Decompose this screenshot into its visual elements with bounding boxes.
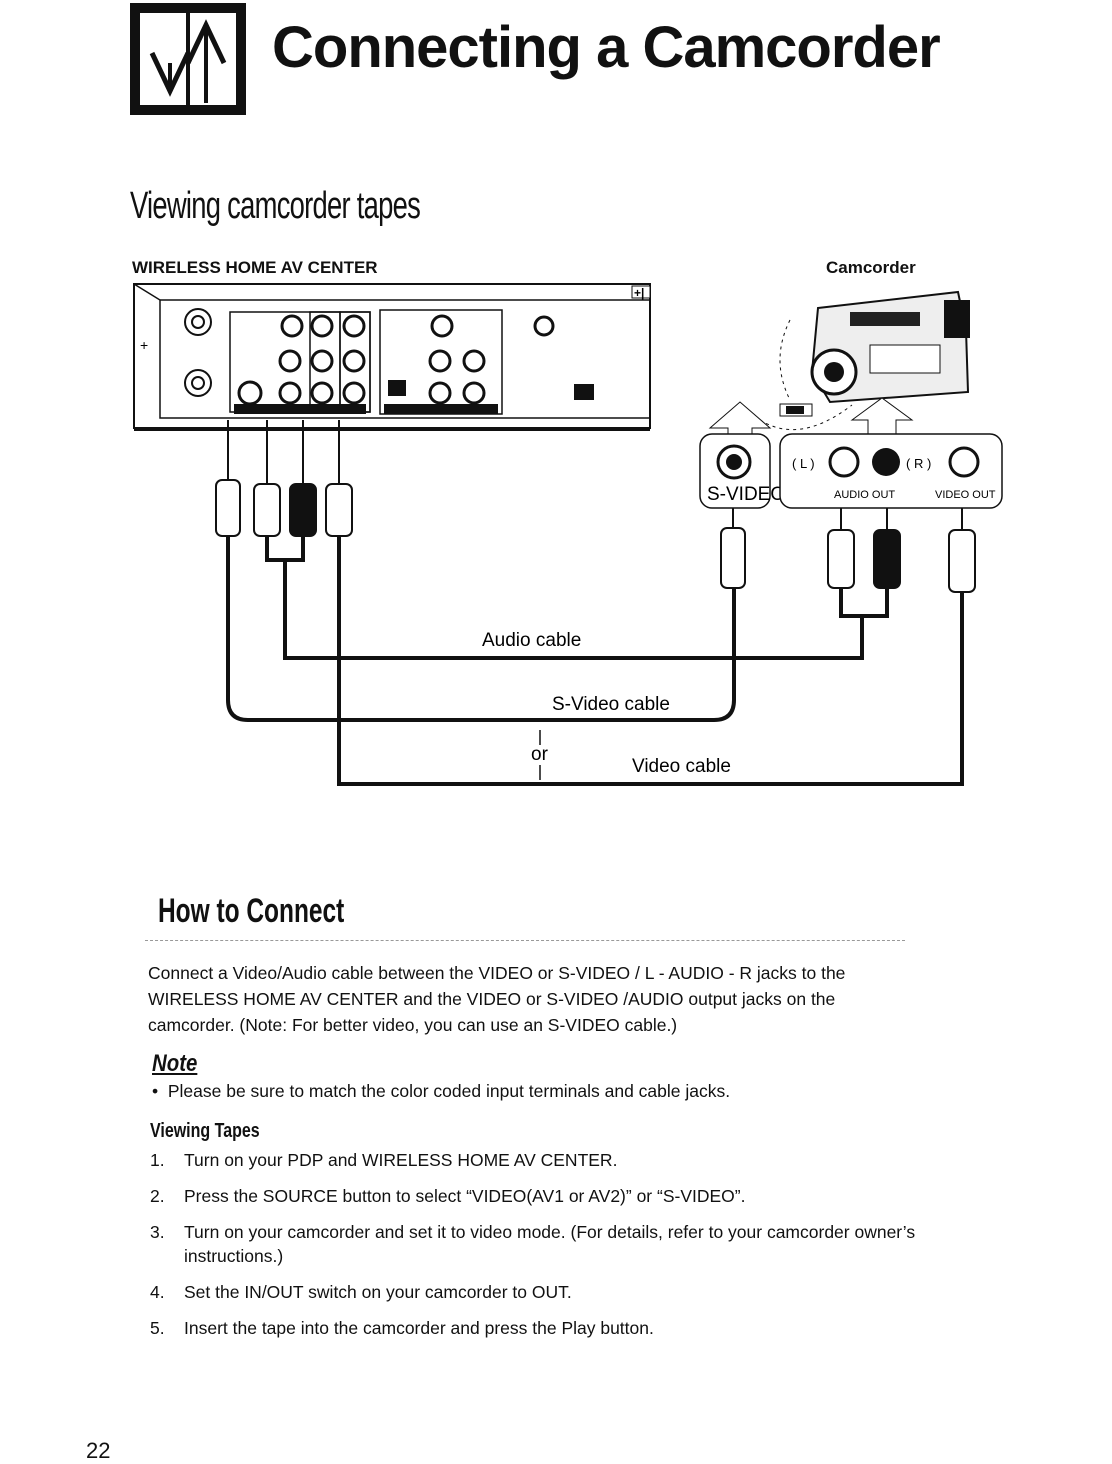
list-item: 4.Set the IN/OUT switch on your camcorde… (150, 1282, 572, 1302)
left-channel-label: ( L ) (792, 456, 815, 471)
list-item: 2.Press the SOURCE button to select “VID… (150, 1186, 746, 1206)
divider (145, 940, 905, 941)
svg-text:+: + (140, 337, 148, 353)
list-item: 3.Turn on your camcorder and set it to v… (150, 1222, 916, 1266)
right-channel-label: ( R ) (906, 456, 931, 471)
video-cable-label: Video cable (632, 756, 731, 777)
connection-diagram: +| + (133, 283, 1003, 786)
video-out-label: VIDEO OUT (935, 489, 996, 501)
howto-title: How to Connect (158, 892, 345, 930)
audio-cable-label: Audio cable (482, 630, 581, 651)
camcorder-illustration: S-VIDEO ( L ) ( R ) AUDIO OUT VIDEO OUT (699, 290, 1003, 509)
howto-text: Connect a Video/Audio cable between the … (148, 963, 846, 1035)
svideo-cable-label: S-Video cable (552, 694, 670, 715)
audio-out-label: AUDIO OUT (834, 489, 895, 501)
note-bullet-text: Please be sure to match the color coded … (167, 1081, 731, 1101)
device-label: WIRELESS HOME AV CENTER (132, 258, 378, 277)
page-title: Connecting a Camcorder (272, 15, 941, 80)
note-bullet: • Please be sure to match the color code… (152, 1078, 730, 1104)
page-number: 22 (86, 1438, 111, 1463)
bullet-icon: • (152, 1081, 168, 1101)
viewing-title: Viewing Tapes (150, 1120, 260, 1142)
av-center-panel: +| + (133, 283, 651, 431)
camcorder-label: Camcorder (826, 258, 916, 277)
chapter-logo-icon (130, 3, 246, 115)
svg-text:+|: +| (634, 286, 644, 300)
list-item: 5.Insert the tape into the camcorder and… (150, 1318, 654, 1338)
cables (215, 420, 976, 786)
section-title: Viewing camcorder tapes (130, 185, 421, 227)
steps-list: 1.Turn on your PDP and WIRELESS HOME AV … (150, 1148, 944, 1352)
list-item: 1.Turn on your PDP and WIRELESS HOME AV … (150, 1150, 618, 1170)
or-label: or (531, 744, 549, 765)
note-title: Note (152, 1050, 198, 1077)
svideo-jack-label: S-VIDEO (707, 484, 785, 505)
